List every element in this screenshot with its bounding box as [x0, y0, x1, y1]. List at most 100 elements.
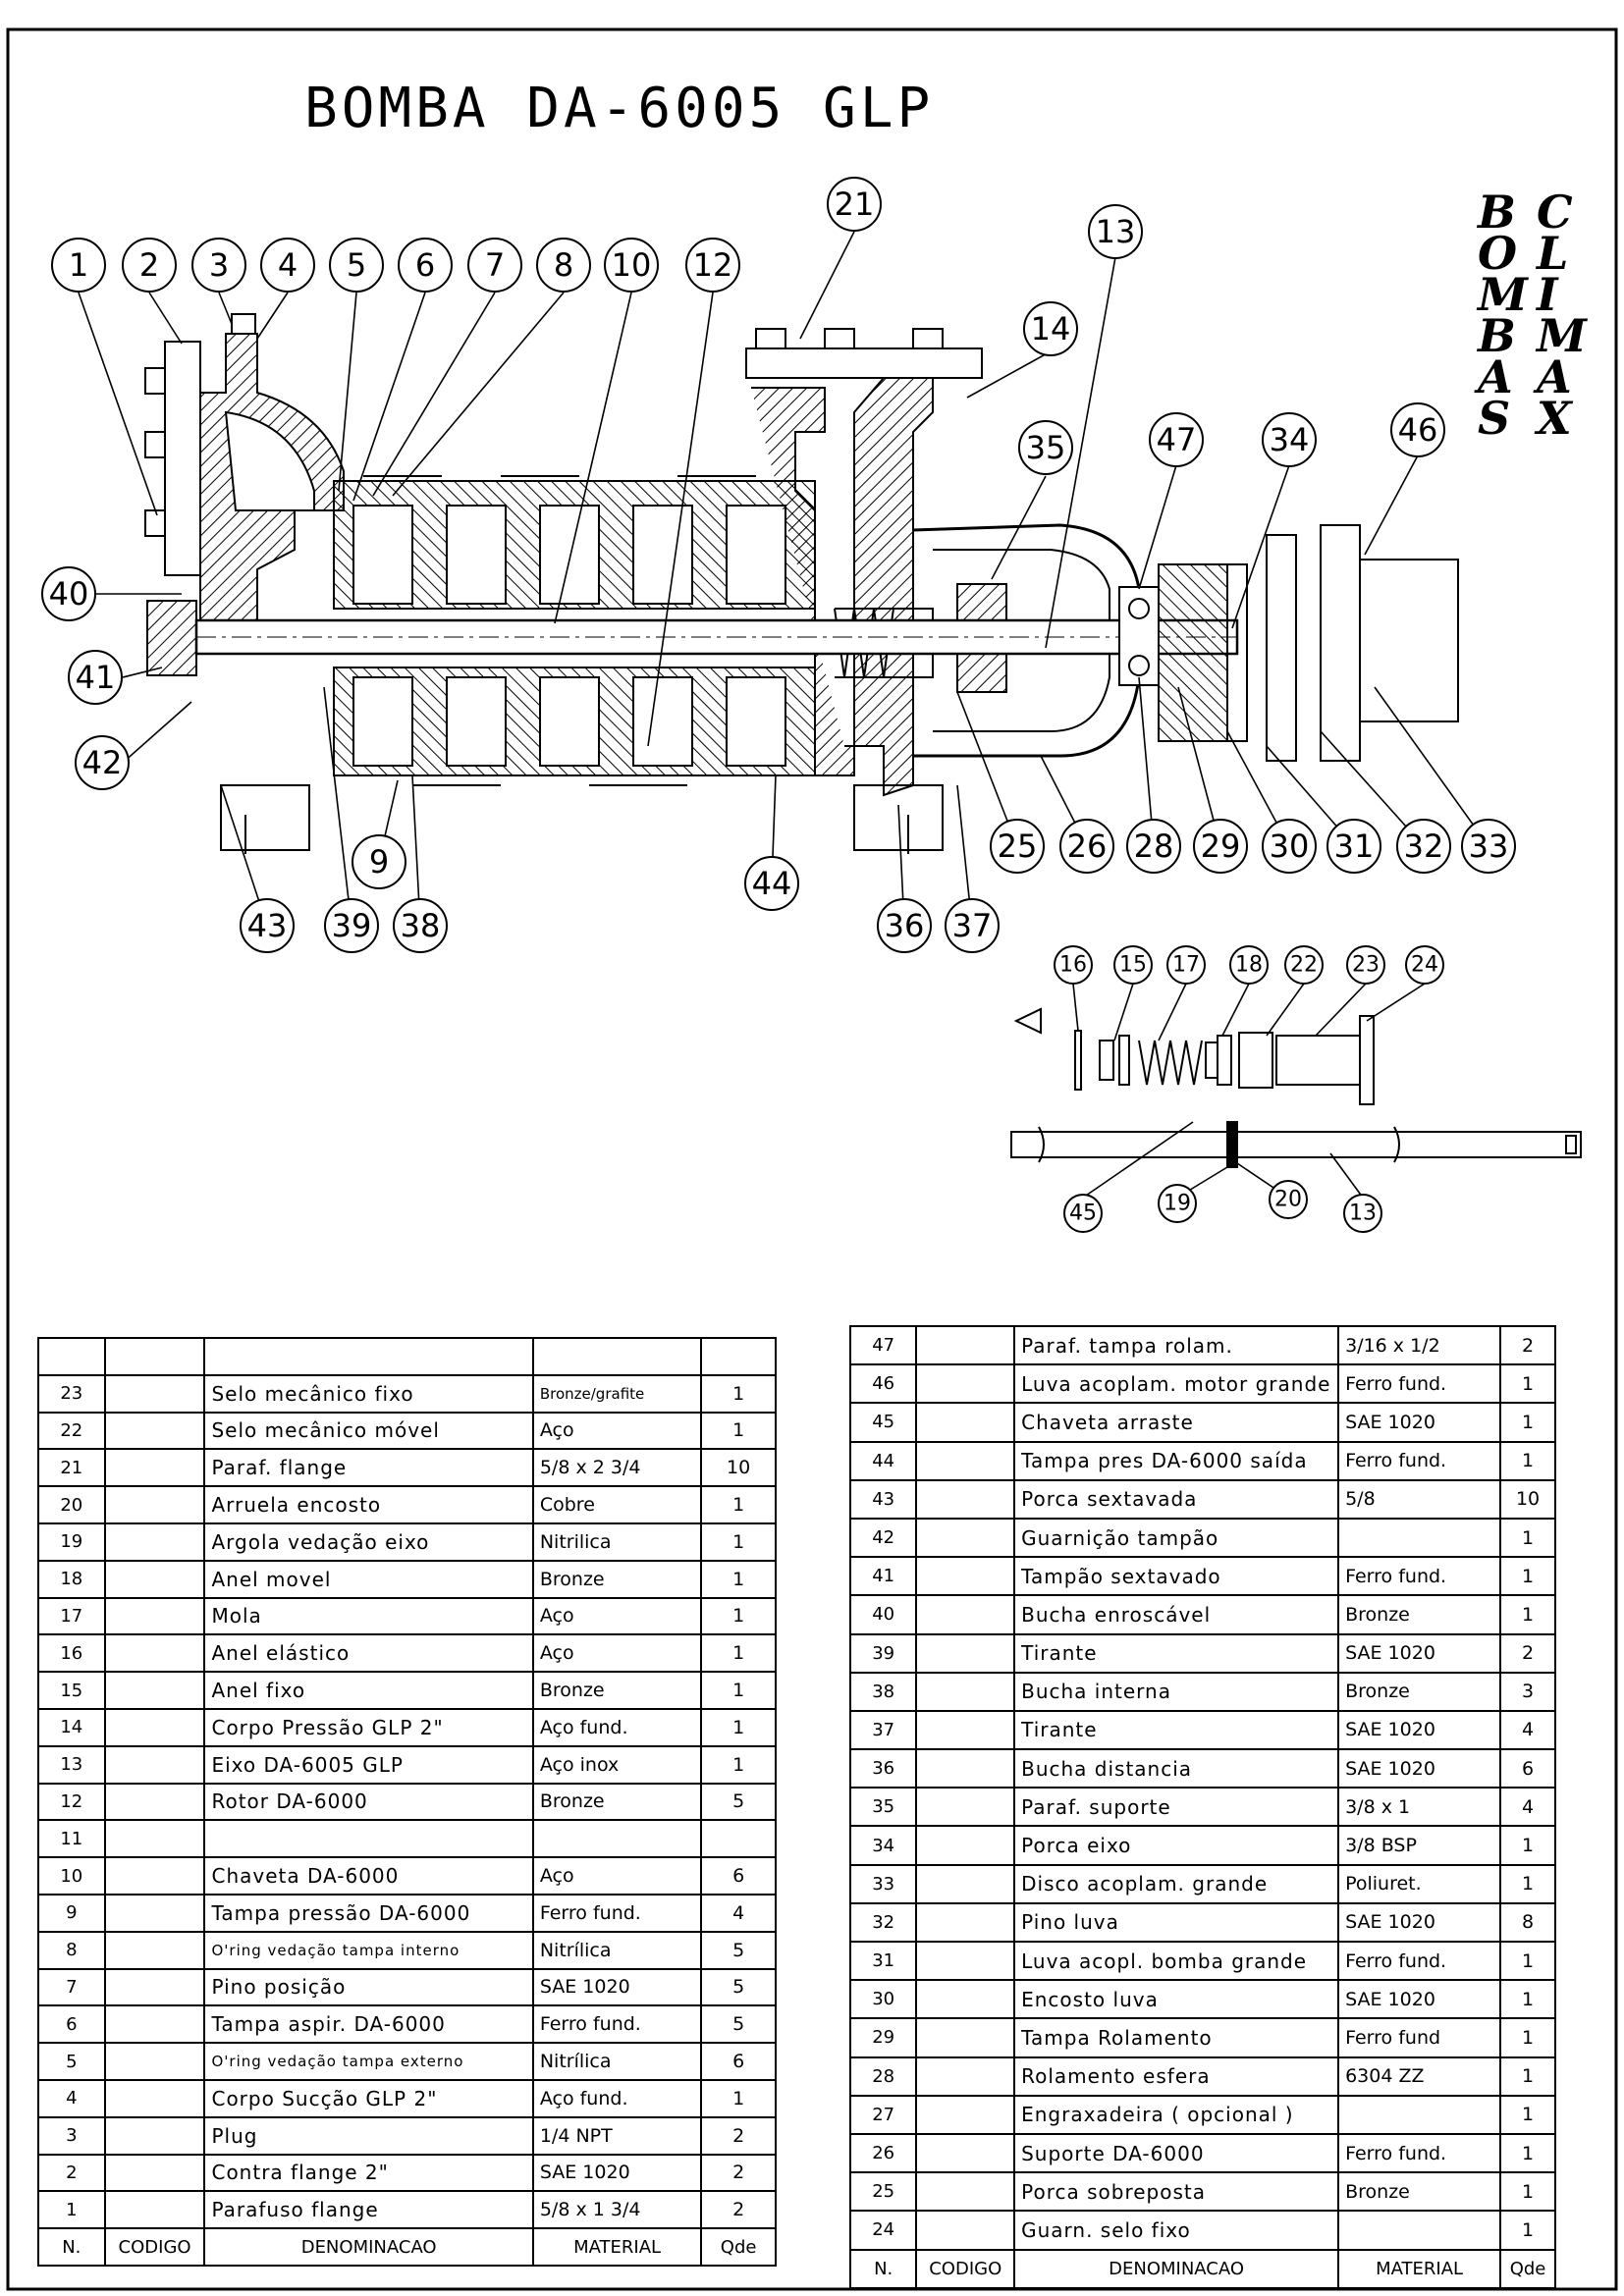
part-description: Chaveta arraste	[1013, 1402, 1340, 1443]
part-description: Corpo Sucção GLP 2"	[203, 2078, 534, 2118]
callout-21: 21	[827, 177, 882, 232]
part-code	[915, 2017, 1016, 2058]
callout-8: 8	[536, 238, 591, 293]
callout-label: 12	[693, 246, 733, 284]
part-code	[103, 1633, 206, 1674]
part-code	[103, 1671, 206, 1710]
callout-label: 33	[1469, 828, 1509, 865]
brand-letter: A	[1537, 350, 1572, 403]
callout-30: 30	[1262, 819, 1317, 874]
part-quantity: 1	[1499, 1363, 1556, 1405]
part-number: 28	[848, 2056, 918, 2097]
part-code	[103, 1373, 206, 1414]
detail-callout-45: 45	[1063, 1194, 1103, 1233]
part-material: Bronze	[1337, 1671, 1502, 1712]
callout-label: 3	[209, 246, 229, 284]
header-denominacao: DENOMINACAO	[203, 2227, 534, 2267]
part-code	[103, 1893, 206, 1933]
callout-label: 29	[1201, 828, 1241, 865]
callout-label: 42	[82, 744, 123, 781]
part-material: 6304 ZZ	[1337, 2056, 1502, 2097]
detail-callout-label: 22	[1290, 953, 1318, 978]
detail-callout-label: 17	[1172, 953, 1200, 978]
part-number: 24	[848, 2210, 918, 2251]
part-quantity: 6	[700, 2042, 777, 2081]
part-quantity: 1	[1499, 2132, 1556, 2174]
part-number: 43	[848, 1478, 918, 1520]
callout-43: 43	[240, 898, 295, 953]
part-number: 31	[848, 1940, 918, 1982]
callout-label: 32	[1404, 828, 1444, 865]
callout-label: 7	[485, 246, 505, 284]
blank-cell	[700, 1337, 777, 1376]
part-code	[915, 1979, 1016, 2020]
callout-7: 7	[467, 238, 522, 293]
part-description	[203, 1819, 534, 1859]
part-code	[103, 1967, 206, 2007]
part-code	[103, 2153, 206, 2193]
part-code	[103, 1744, 206, 1785]
callout-2: 2	[122, 238, 177, 293]
part-material: Poliuret.	[1337, 1863, 1502, 1904]
detail-callout-label: 18	[1235, 953, 1263, 978]
part-code	[103, 1596, 206, 1636]
callout-39: 39	[324, 898, 379, 953]
part-quantity: 5	[700, 1967, 777, 2007]
part-description: Porca sobreposta	[1013, 2171, 1340, 2213]
part-code	[915, 1632, 1016, 1674]
part-code	[103, 1856, 206, 1896]
detail-callout-label: 15	[1119, 953, 1147, 978]
header-material: MATERIAL	[531, 2227, 703, 2267]
part-description: Selo mecânico móvel	[203, 1411, 534, 1451]
part-quantity: 1	[1499, 2094, 1556, 2135]
part-code	[915, 1402, 1016, 1443]
part-code	[103, 1411, 206, 1451]
part-code	[103, 1819, 206, 1859]
part-number: 18	[37, 1559, 106, 1599]
part-material: Aço	[531, 1633, 703, 1674]
detail-callout-label: 20	[1274, 1188, 1302, 1212]
part-code	[103, 1930, 206, 1970]
part-quantity: 5	[700, 2004, 777, 2045]
part-number: 23	[37, 1373, 106, 1414]
callout-13: 13	[1088, 204, 1143, 259]
part-description: Plug	[203, 2115, 534, 2156]
callout-36: 36	[877, 898, 932, 953]
part-description: Paraf. flange	[203, 1448, 534, 1488]
callout-26: 26	[1059, 819, 1114, 874]
detail-callout-22: 22	[1284, 945, 1324, 985]
part-code	[915, 1901, 1016, 1944]
part-material: 1/4 NPT	[531, 2115, 703, 2156]
part-material: Ferro fund	[1337, 2017, 1502, 2058]
part-number: 14	[37, 1707, 106, 1747]
part-description: Engraxadeira ( opcional )	[1013, 2094, 1340, 2135]
part-number: 38	[848, 1671, 918, 1712]
part-code	[915, 2171, 1016, 2213]
detail-callout-17: 17	[1166, 945, 1206, 985]
part-description: Anel fixo	[203, 1671, 534, 1710]
callout-25: 25	[990, 819, 1045, 874]
part-number: 27	[848, 2094, 918, 2135]
part-material: SAE 1020	[1337, 1632, 1502, 1674]
part-material: Ferro fund.	[1337, 2132, 1502, 2174]
seal-detail-drawing	[1010, 1007, 1582, 1168]
callout-44: 44	[744, 856, 799, 911]
part-description: Tirante	[1013, 1709, 1340, 1751]
callout-41: 41	[68, 650, 123, 705]
part-code	[103, 2004, 206, 2045]
detail-callout-label: 45	[1069, 1201, 1097, 1226]
part-number: 40	[848, 1594, 918, 1635]
part-number: 47	[848, 1324, 918, 1366]
detail-callout-label: 19	[1164, 1192, 1191, 1216]
part-material: 5/8 x 1 3/4	[531, 2190, 703, 2230]
detail-callout-16: 16	[1054, 945, 1093, 985]
part-material: SAE 1020	[1337, 1901, 1502, 1944]
part-number: 19	[37, 1522, 106, 1562]
